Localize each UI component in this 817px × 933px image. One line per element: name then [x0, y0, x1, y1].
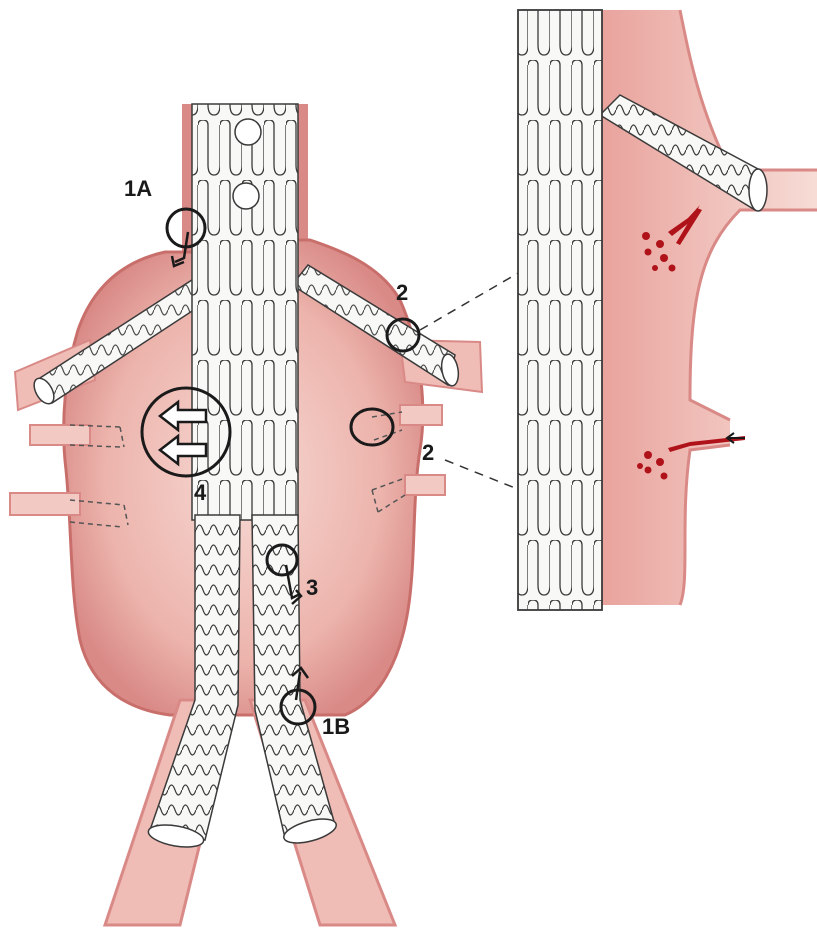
label-3: 3	[306, 577, 318, 599]
label-1a: 1A	[124, 178, 152, 200]
label-2-lower: 2	[422, 442, 434, 464]
main-body-stent	[192, 104, 298, 520]
label-1b: 1B	[322, 716, 350, 738]
magnified-inset	[518, 10, 817, 610]
label-2-upper: 2	[396, 282, 408, 304]
zoom-line-lower	[445, 460, 520, 490]
aorta-upper-wall-right	[298, 104, 308, 240]
zoom-line-upper	[420, 272, 520, 330]
label-4: 4	[194, 482, 206, 504]
